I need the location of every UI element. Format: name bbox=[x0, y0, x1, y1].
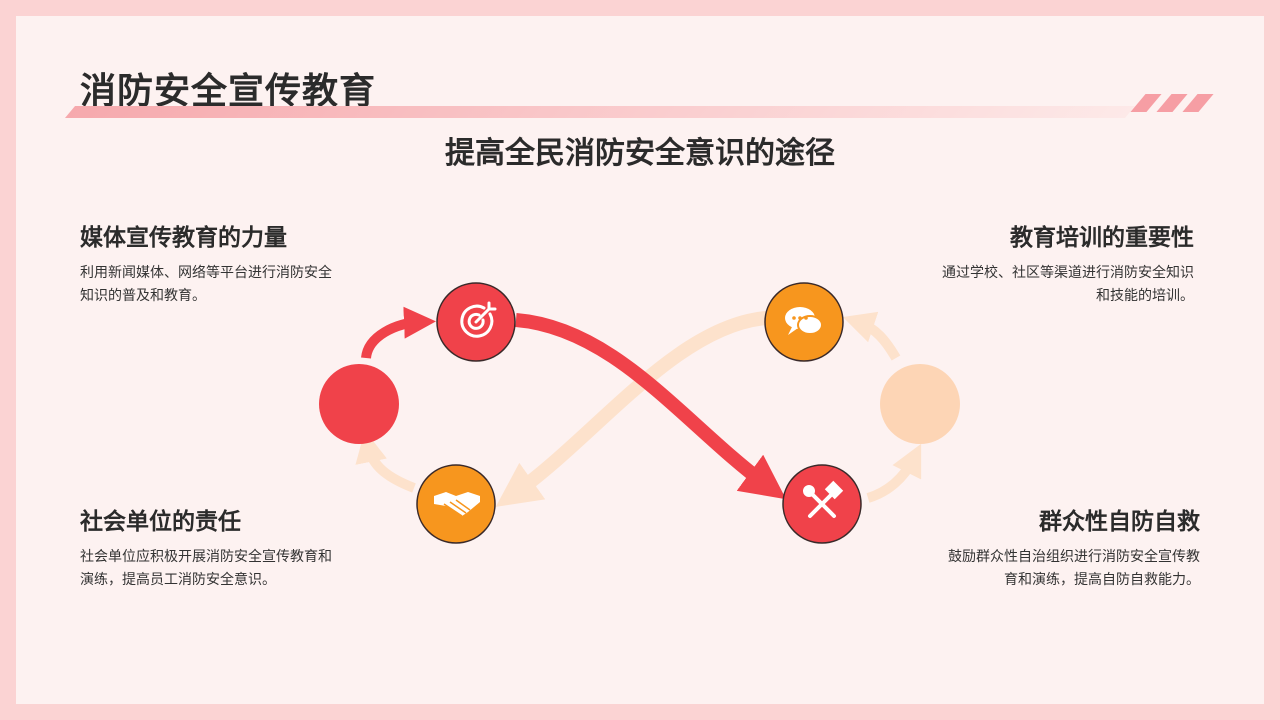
chat-bubbles-icon bbox=[785, 307, 823, 335]
peach-arc-arrow bbox=[842, 311, 901, 361]
item-training: 教育培训的重要性 通过学校、社区等渠道进行消防安全知识和技能的培训。 bbox=[934, 218, 1194, 308]
item-title: 群众性自防自救 bbox=[1039, 509, 1200, 535]
item-self-rescue: 群众性自防自救 鼓励群众性自治组织进行消防安全宣传教育和演练，提高自防自救能力。 bbox=[940, 502, 1200, 592]
target-icon bbox=[460, 301, 497, 338]
item-title: 媒体宣传教育的力量 bbox=[80, 225, 287, 251]
handshake-icon bbox=[434, 492, 480, 517]
node-tools bbox=[782, 464, 862, 544]
page-subtitle: 提高全民消防安全意识的途径 bbox=[445, 136, 835, 171]
tools-icon bbox=[803, 480, 844, 518]
right-blob bbox=[880, 364, 960, 444]
item-organizations: 社会单位的责任 社会单位应积极开展消防安全宣传教育和演练，提高员工消防安全意识。 bbox=[80, 502, 340, 592]
item-text: 鼓励群众性自治组织进行消防安全宣传教育和演练，提高自防自救能力。 bbox=[948, 549, 1200, 588]
left-blob bbox=[319, 364, 399, 444]
red-arc-arrow bbox=[361, 306, 436, 360]
item-text: 社会单位应积极开展消防安全宣传教育和演练，提高员工消防安全意识。 bbox=[80, 549, 332, 588]
infinity-cycle-diagram bbox=[319, 282, 960, 544]
item-text: 利用新闻媒体、网络等平台进行消防安全知识的普及和教育。 bbox=[80, 265, 332, 304]
item-title: 教育培训的重要性 bbox=[1010, 225, 1194, 251]
slide-frame: 消防安全宣传教育 提高全民消防安全意识的途径 bbox=[16, 16, 1264, 704]
node-handshake bbox=[416, 464, 496, 544]
node-target bbox=[436, 282, 516, 362]
red-cross-arrow bbox=[515, 313, 787, 500]
peach-arc-arrow bbox=[355, 430, 416, 493]
peach-arc-arrow bbox=[866, 443, 922, 503]
item-text: 通过学校、社区等渠道进行消防安全知识和技能的培训。 bbox=[942, 265, 1194, 304]
item-title: 社会单位的责任 bbox=[80, 509, 241, 535]
peach-cross-arrow bbox=[495, 311, 767, 507]
item-media: 媒体宣传教育的力量 利用新闻媒体、网络等平台进行消防安全知识的普及和教育。 bbox=[80, 218, 340, 308]
node-chat bbox=[764, 282, 844, 362]
page-title: 消防安全宣传教育 bbox=[80, 71, 377, 112]
